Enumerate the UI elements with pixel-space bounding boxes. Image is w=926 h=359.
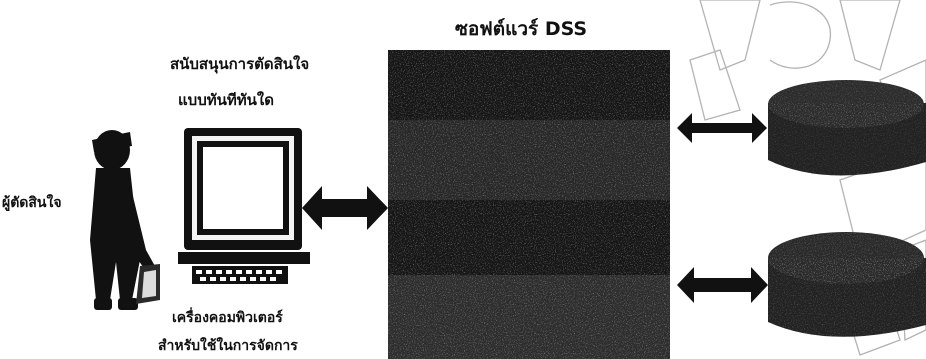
computer-label-line-1: เครื่องคอมพิวเตอร์ <box>172 310 283 326</box>
arrow-dss-database-top-icon <box>677 113 767 143</box>
database-bottom-icon <box>768 232 926 337</box>
decision-maker-label: ผู้ตัดสินใจ <box>2 195 62 211</box>
arrow-computer-dss-icon <box>302 186 388 230</box>
arrow-dss-database-bottom-icon <box>677 267 768 303</box>
dss-software-title: ซอฟต์แวร์ DSS <box>455 18 588 40</box>
dss-software-panel <box>388 50 670 359</box>
computer-icon <box>178 128 310 284</box>
decision-support-label-line-2: แบบทันทีทันใด <box>178 91 274 109</box>
decision-support-label-line-1: สนับสนุนการตัดสินใจ <box>170 55 310 73</box>
decision-maker-person-icon <box>90 130 160 310</box>
computer-label-line-2: สำหรับใช้ในการจัดการ <box>158 338 298 354</box>
database-top-icon <box>768 80 926 176</box>
